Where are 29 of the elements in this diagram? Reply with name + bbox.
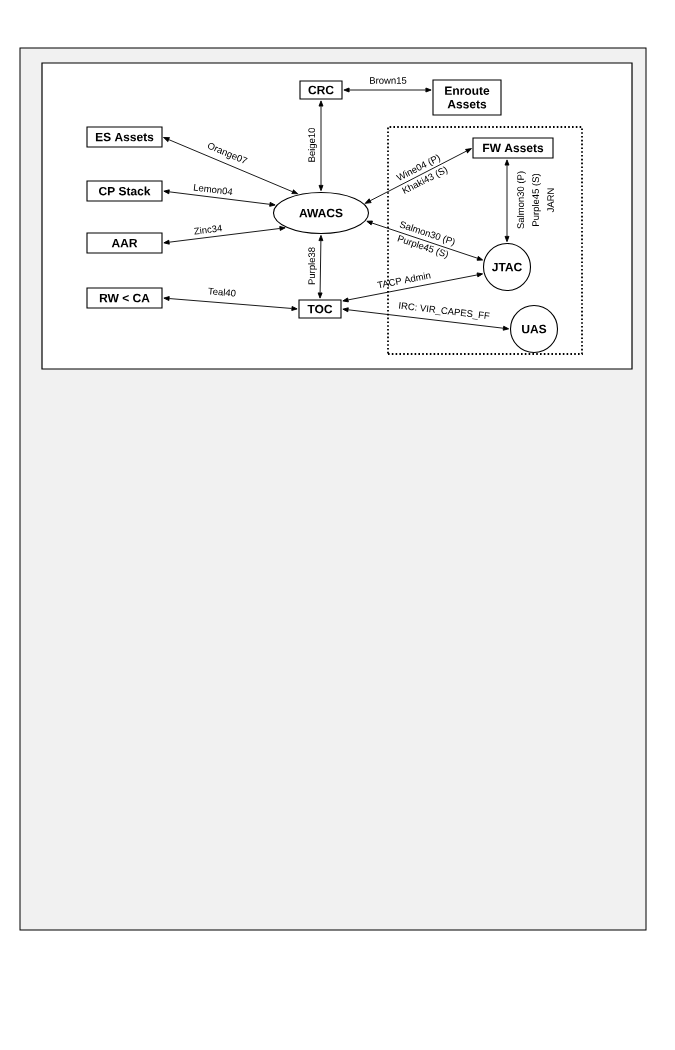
double-headed-arrow [364,148,472,204]
double-headed-arrow [318,100,324,192]
double-headed-arrow [366,220,484,261]
double-headed-arrow [317,234,324,299]
double-headed-arrow [163,296,298,311]
double-headed-arrow [343,87,432,93]
edge-label: TACP Admin [377,272,431,289]
labeled-box: AAR [86,232,163,254]
edge-label: Lemon04 [193,183,233,195]
double-headed-arrow [342,272,484,303]
labeled-box: CP Stack [86,180,163,202]
double-headed-arrow [163,137,298,195]
double-headed-arrow [163,226,286,245]
labeled-box: RW < CA [86,287,163,309]
labeled-box: ES Assets [86,126,163,148]
edge-label: Salmon30 (P) Purple45 (S) JARN [517,171,554,229]
double-headed-arrow [163,189,276,207]
labeled-box: FW Assets [472,137,554,159]
edge-label: Beige10 [308,127,317,162]
edge-label: Teal40 [208,287,236,297]
double-headed-arrow [504,159,510,243]
labeled-box: Enroute Assets [432,79,502,116]
edge-label: IRC: VIR_CAPES_FF [399,302,490,320]
edge-label: Zinc34 [194,224,223,235]
labeled-box: CRC [299,80,343,100]
double-headed-arrow [342,307,510,331]
edge-label: Purple38 [308,247,317,285]
edge-label: Brown15 [370,77,407,84]
labeled-box: TOC [298,299,342,319]
